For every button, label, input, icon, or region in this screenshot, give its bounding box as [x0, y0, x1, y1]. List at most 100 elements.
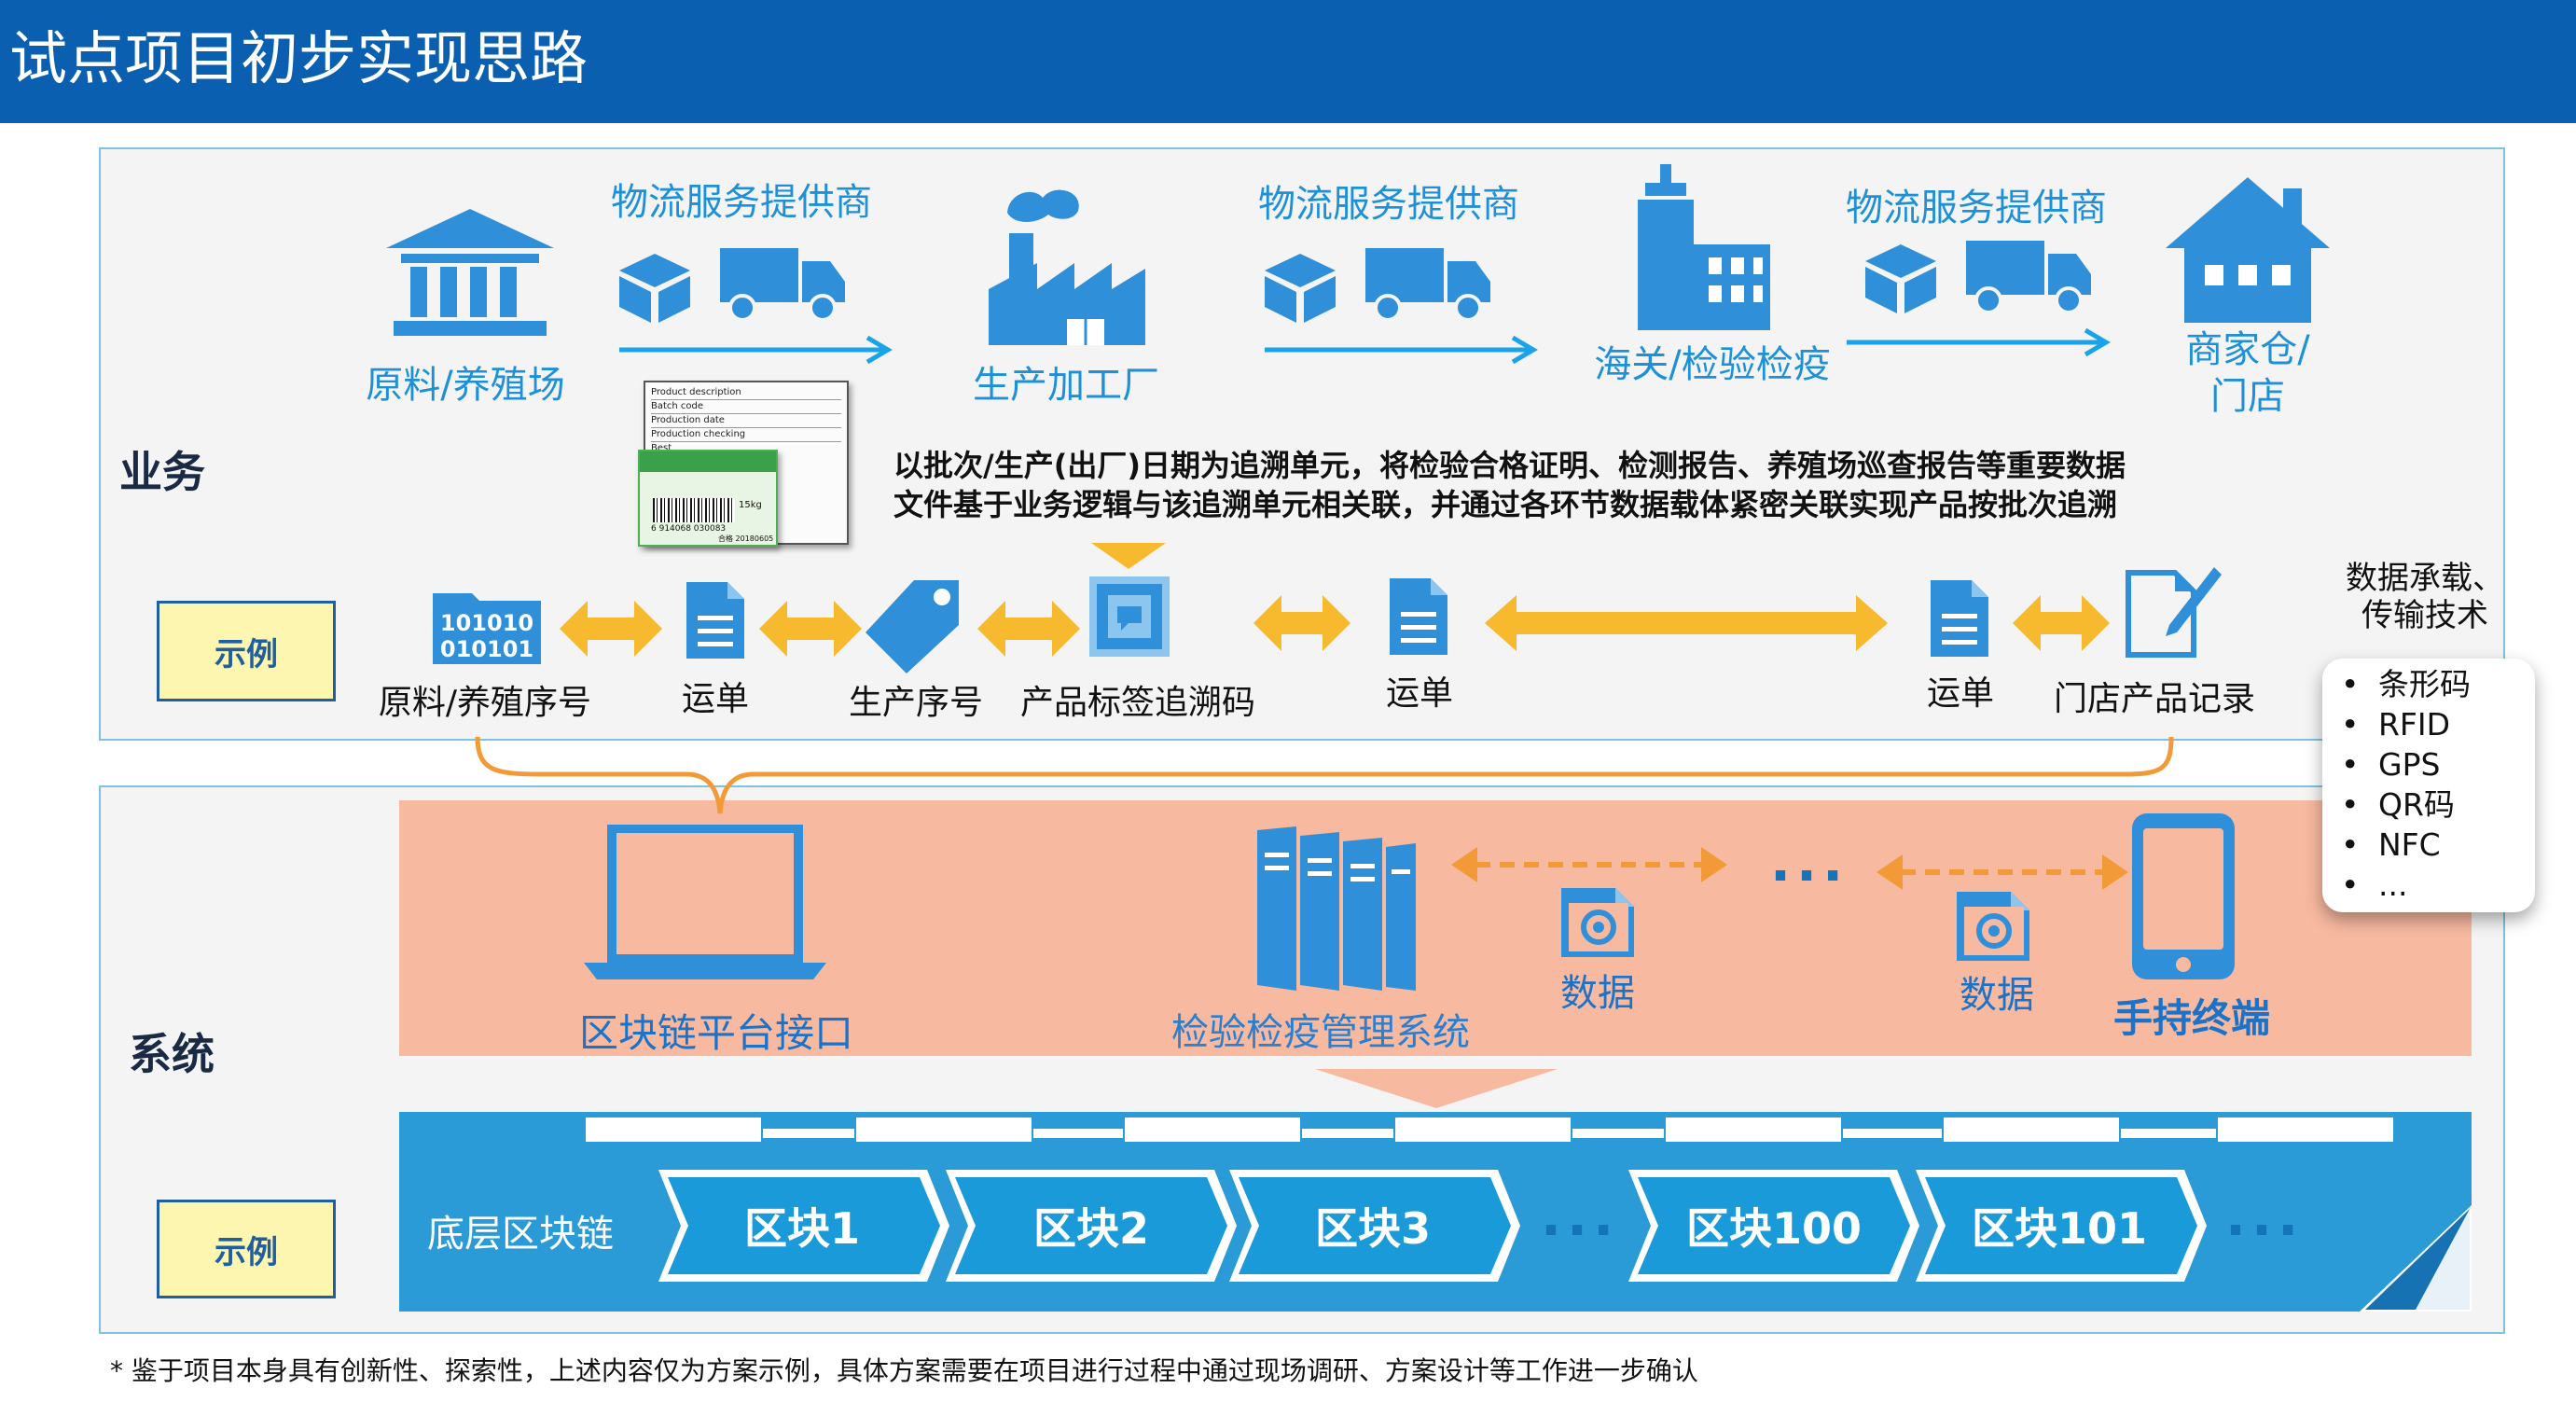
logistics-provider-label-1: 物流服务提供商	[611, 181, 872, 224]
traceability-description-line-1: 以批次/生产(出厂)日期为追溯单元，将检验合格证明、检测报告、养殖场巡查报告等重…	[893, 448, 2126, 483]
connector-long-double-arrow	[1485, 595, 1888, 651]
block-chevron-100	[1628, 1170, 1919, 1282]
logistics-provider-label-2: 物流服务提供商	[1258, 183, 1519, 226]
chain-band-fold	[2360, 1205, 2472, 1312]
data-label-1: 数据	[1560, 972, 1635, 1015]
office-building-icon	[1638, 164, 1770, 330]
block-100-label: 区块100	[1685, 1203, 1863, 1254]
customs-inspection-label: 海关/检验检疫	[1594, 343, 1831, 386]
tech-item-qr: QR码	[2341, 784, 2522, 825]
tech-title-line-2: 传输技术	[2361, 597, 2488, 634]
label-line: Production checking	[651, 427, 841, 441]
label-line: Best	[651, 441, 841, 455]
document-icon	[1931, 580, 1988, 657]
blockchain-interface-label: 区块链平台接口	[578, 1010, 853, 1056]
dashed-double-arrow	[1877, 854, 2128, 890]
business-example-box: 示例	[157, 601, 336, 701]
edit-record-icon	[2126, 567, 2222, 658]
tech-list-box: 条形码 RFID GPS QR码 NFC ...	[2322, 659, 2535, 912]
chain-link	[1664, 1116, 1843, 1144]
block-ellipsis-end: ...	[2225, 1185, 2305, 1248]
tech-item-nfc: NFC	[2341, 825, 2522, 865]
binary-folder-icon: 101010 010101	[433, 593, 541, 664]
connector-double-arrow	[1253, 595, 1350, 651]
chain-link	[2216, 1116, 2395, 1144]
system-platform-band	[399, 800, 2472, 1056]
handheld-terminal-label: 手持终端	[2112, 995, 2270, 1041]
footnote: * 鉴于项目本身具有创新性、探索性，上述内容仅为方案示例，具体方案需要在项目进行…	[110, 1355, 1698, 1386]
truck-icon	[720, 248, 845, 322]
tech-item-gps: GPS	[2341, 744, 2522, 784]
store-product-record-label: 门店产品记录	[2053, 680, 2255, 718]
binary-text-1: 101010	[440, 610, 533, 636]
sticker-barcode	[653, 498, 735, 522]
raw-material-farm-label: 原料/养殖场	[366, 364, 565, 407]
label-product-description: Product description	[651, 387, 741, 397]
chain-link	[854, 1116, 1033, 1144]
chain-label: 底层区块链	[427, 1213, 614, 1256]
truck-icon	[1966, 241, 2091, 314]
sticker-weight: 15kg	[739, 500, 762, 510]
document-icon	[1390, 578, 1447, 655]
laptop-icon	[584, 825, 826, 979]
system-section-label: 系统	[129, 1029, 215, 1079]
connector-double-arrow	[2013, 595, 2110, 651]
dashed-double-arrow	[1451, 847, 1727, 882]
chain-link	[584, 1116, 763, 1144]
label-batch-code: Batch code	[651, 399, 841, 413]
bank-building-icon	[386, 209, 554, 336]
title-bar	[0, 0, 2576, 123]
flow-arrow-3	[1847, 328, 2111, 356]
block-ellipsis: ...	[1541, 1185, 1620, 1248]
tag-icon	[866, 580, 959, 673]
label-document-sample: Product description Batch code Productio…	[638, 381, 849, 547]
package-icon	[1865, 244, 1936, 313]
block-chevron-1	[658, 1170, 949, 1282]
data-label-2: 数据	[1960, 974, 2034, 1017]
waybill-label-2: 运单	[1385, 674, 1453, 713]
business-section-label: 业务	[119, 447, 205, 497]
package-icon	[619, 254, 690, 323]
business-system-bracket	[475, 736, 2174, 814]
block-3-label: 区块3	[1314, 1203, 1431, 1254]
document-icon	[686, 582, 744, 659]
down-pointer-icon	[1091, 543, 1166, 569]
system-example-box: 示例	[157, 1200, 336, 1298]
waybill-label-1: 运单	[681, 680, 749, 718]
block-1-label: 区块1	[743, 1203, 860, 1254]
label-production-date: Production date	[651, 413, 841, 427]
chain-link	[1393, 1116, 1572, 1144]
flow-arrow-1	[619, 336, 893, 364]
label-chip-icon	[1089, 576, 1170, 657]
system-ellipsis: ...	[1770, 830, 1849, 894]
flow-arrow-2	[1265, 336, 1538, 364]
waybill-label-3: 运单	[1926, 674, 1994, 713]
raw-material-serial-label: 原料/养殖序号	[378, 684, 592, 722]
connector-double-arrow	[759, 601, 862, 657]
label-sticker: 6 914068 030083 15kg 合格 20180605	[638, 450, 778, 547]
binary-text-2: 010101	[440, 636, 533, 662]
package-icon	[1265, 254, 1336, 323]
warehouse-store-label: 商家仓/ 门店	[2145, 326, 2350, 420]
connector-double-arrow	[977, 601, 1080, 657]
connector-double-arrow	[560, 601, 662, 657]
product-label-trace-code: 产品标签追溯码	[1019, 684, 1255, 722]
production-serial-label: 生产序号	[848, 684, 983, 722]
block-chevron-101	[1916, 1170, 2207, 1282]
factory-label: 生产加工厂	[973, 364, 1159, 407]
data-file-icon	[1561, 888, 1634, 957]
sticker-date: 合格 20180605	[718, 534, 774, 543]
warehouse-store-text: 商家仓/ 门店	[2185, 328, 2310, 418]
sticker-barcode-number: 6 914068 030083	[651, 524, 727, 534]
block-2-label: 区块2	[1032, 1203, 1149, 1254]
tech-title-line-1: 数据承载、	[2346, 560, 2504, 597]
page-title: 试点项目初步实现思路	[9, 24, 589, 92]
block-chevron-2	[946, 1170, 1237, 1282]
chain-link	[1942, 1116, 2121, 1144]
tech-item-more: ...	[2341, 865, 2522, 905]
handheld-terminal-icon	[2132, 813, 2235, 979]
truck-icon	[1365, 248, 1490, 322]
block-101-label: 区块101	[1971, 1203, 2148, 1254]
down-flow-arrow	[1315, 1069, 1558, 1108]
data-file-icon	[1957, 892, 2029, 961]
